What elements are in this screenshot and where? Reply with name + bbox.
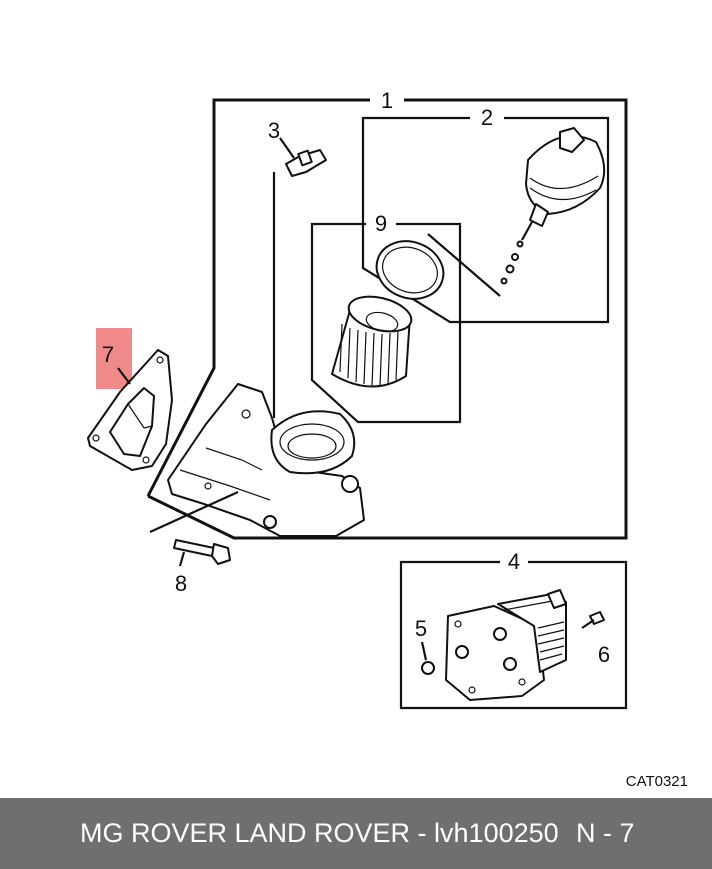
filter-housing-part: [167, 383, 365, 537]
footer-bar: MG ROVER LAND ROVER - lvh100250 N - 7: [0, 798, 712, 869]
group-2-frame: [361, 116, 610, 324]
catalog-code: CAT0321: [626, 773, 688, 790]
callout-7-leader: [117, 367, 131, 385]
callout-9: 9: [375, 211, 387, 236]
callout-8: 8: [175, 571, 187, 596]
exploded-parts-diagram: 1 2 3 4 5 6 7 8 9 CAT0321: [87, 88, 688, 790]
callout-3: 3: [268, 118, 280, 143]
callout-7: 7: [102, 342, 114, 367]
group-9-frame: [310, 222, 462, 424]
filter-cap-part: [427, 127, 606, 297]
o-ring-part: [420, 641, 435, 675]
small-bolt-part: [581, 611, 605, 629]
footer-title: MG ROVER LAND ROVER - lvh100250: [80, 818, 559, 848]
group-4-frame: [399, 560, 628, 710]
bolt-part: [149, 490, 239, 567]
callout-1: 1: [381, 88, 393, 113]
gasket-part: [87, 349, 173, 471]
callout-4: 4: [508, 549, 520, 574]
oil-cooler-part: [445, 589, 567, 701]
footer-reference: N - 7: [576, 818, 635, 848]
sensor-part: [272, 137, 327, 418]
filter-element-part: [331, 240, 445, 388]
group-1-frame: [146, 98, 628, 540]
callout-6: 6: [598, 642, 610, 667]
callout-5: 5: [415, 616, 427, 641]
callout-2: 2: [481, 105, 493, 130]
